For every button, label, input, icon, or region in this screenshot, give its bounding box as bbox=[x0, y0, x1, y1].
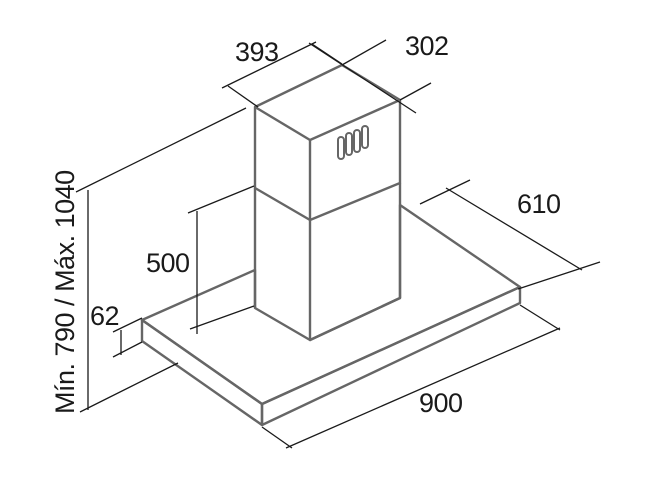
dim-canopy-thickness: 62 bbox=[90, 301, 143, 358]
canopy-side bbox=[260, 285, 522, 427]
dim-lower-chimney-height: 500 bbox=[146, 185, 255, 334]
vent-slot bbox=[345, 132, 353, 156]
hood-outline bbox=[140, 63, 522, 427]
dim-canopy-depth: 610 bbox=[419, 179, 601, 290]
label-chimney-width: 393 bbox=[235, 37, 279, 67]
label-canopy-depth: 610 bbox=[517, 189, 561, 219]
dim-total-height: Mín. 790 / Máx. 1040 bbox=[50, 107, 247, 414]
label-chimney-depth: 302 bbox=[405, 31, 449, 61]
canopy-top bbox=[140, 203, 522, 406]
vent-slot bbox=[361, 125, 369, 149]
vent-slot bbox=[337, 136, 345, 160]
upper-chimney-edge bbox=[254, 105, 311, 142]
upper-chimney-edge bbox=[309, 98, 401, 142]
dim-chimney-width: 393 bbox=[221, 37, 343, 108]
label-canopy-width: 900 bbox=[419, 388, 463, 418]
dim-canopy-width: 900 bbox=[261, 304, 561, 449]
vent-slots bbox=[337, 125, 369, 160]
label-total-height: Mín. 790 / Máx. 1040 bbox=[50, 170, 80, 414]
dim-chimney-depth: 302 bbox=[308, 31, 449, 114]
label-canopy-thickness: 62 bbox=[90, 301, 119, 331]
lower-chimney bbox=[308, 183, 402, 342]
label-lower-chimney-height: 500 bbox=[146, 248, 190, 278]
vent-slot bbox=[353, 129, 361, 153]
